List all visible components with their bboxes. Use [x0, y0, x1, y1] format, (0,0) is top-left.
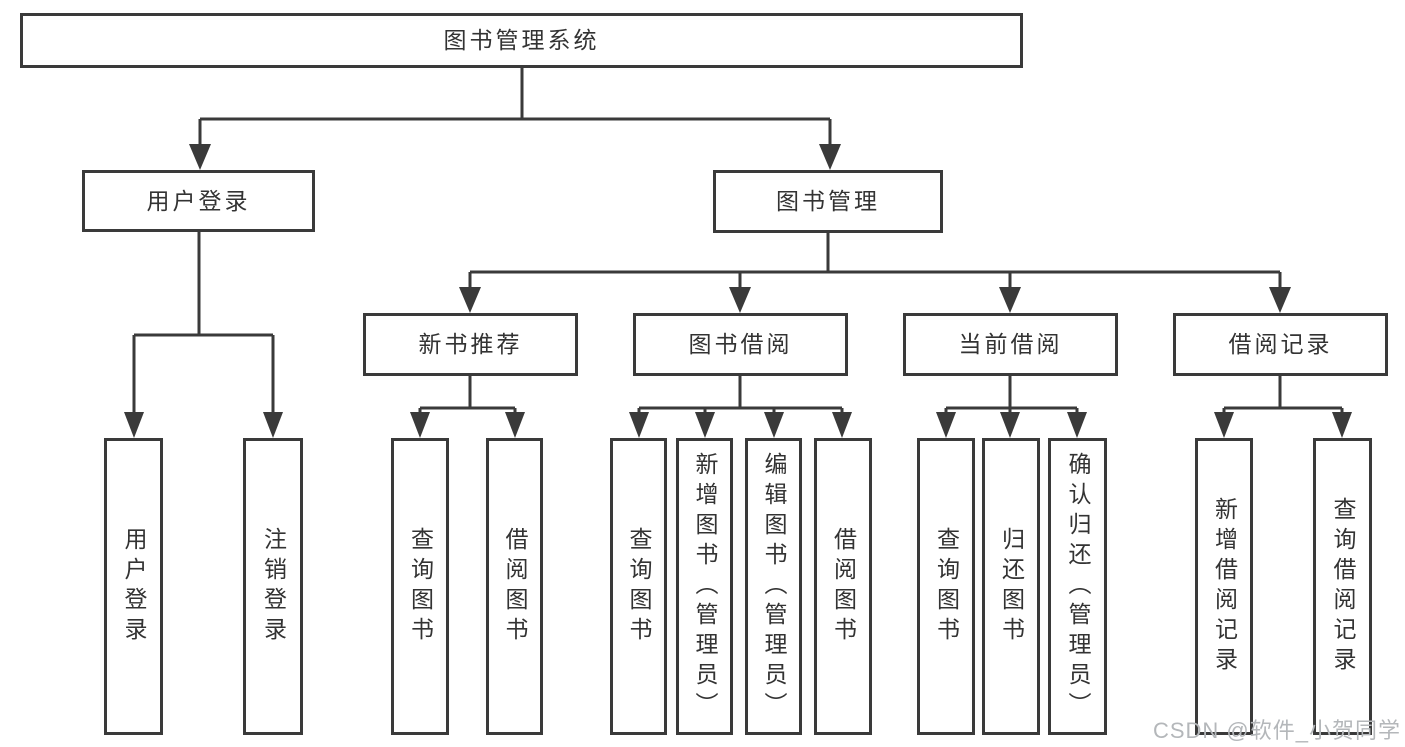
node-label: 借阅记录 [1228, 331, 1333, 357]
leaf-logout: 注销登录 [243, 438, 303, 735]
node-label: 查询图书 [407, 526, 434, 647]
node-label: 用户登录 [121, 526, 147, 647]
node-book-borrowing: 图书借阅 [633, 313, 848, 376]
node-label: 图书管理 [776, 188, 880, 214]
connector-user-login [132, 232, 275, 414]
leaf-confirm-return-admin: 确认归还（管理员） [1048, 438, 1107, 735]
leaf-add-books-admin: 新增图书（管理员） [676, 438, 733, 735]
node-borrowing-records: 借阅记录 [1173, 313, 1388, 376]
node-label: 查询借阅记录 [1330, 496, 1356, 677]
node-label: 查询图书 [933, 526, 960, 647]
node-book-management: 图书管理 [713, 170, 943, 233]
node-new-book-recommendation: 新书推荐 [363, 313, 578, 376]
node-label: 新增图书（管理员） [692, 451, 718, 722]
node-label: 当前借阅 [958, 331, 1063, 357]
leaf-query-books-recommendation: 查询图书 [391, 438, 449, 735]
node-label: 借阅图书 [830, 526, 857, 647]
leaf-add-borrowing-record: 新增借阅记录 [1195, 438, 1253, 735]
csdn-watermark: CSDN @软件_小贺同学 [1152, 718, 1401, 743]
connector-current-borrowing [944, 376, 1079, 414]
leaf-query-borrowing-record: 查询借阅记录 [1313, 438, 1372, 735]
connector-borrowing-records [1222, 376, 1344, 414]
node-label: 确认归还（管理员） [1065, 451, 1091, 722]
leaf-return-books: 归还图书 [982, 438, 1040, 735]
node-current-borrowing: 当前借阅 [903, 313, 1118, 376]
node-label: 归还图书 [998, 526, 1025, 647]
leaf-borrow-books-recommendation: 借阅图书 [486, 438, 543, 735]
node-label: 新书推荐 [418, 331, 523, 357]
node-label: 图书借阅 [688, 331, 793, 357]
arrowheads [124, 144, 1352, 438]
leaf-edit-books-admin: 编辑图书（管理员） [745, 438, 802, 735]
connector-root [198, 68, 832, 147]
node-label: 查询图书 [626, 526, 652, 647]
node-label: 借阅图书 [502, 526, 528, 647]
leaf-query-books-borrowing: 查询图书 [610, 438, 667, 735]
node-label: 新增借阅记录 [1211, 496, 1238, 677]
node-label: 图书管理系统 [443, 27, 600, 53]
leaf-query-books-current: 查询图书 [917, 438, 975, 735]
leaf-user-login: 用户登录 [104, 438, 163, 735]
node-user-login: 用户登录 [82, 170, 315, 232]
node-library-management-system: 图书管理系统 [20, 13, 1023, 68]
connector-book-management [468, 233, 1282, 290]
node-label: 注销登录 [260, 526, 287, 647]
node-label: 编辑图书（管理员） [761, 451, 787, 722]
node-label: 用户登录 [146, 187, 251, 214]
connector-book-borrowing [637, 376, 844, 414]
connector-new-book-recommendation [418, 376, 517, 414]
leaf-borrow-books: 借阅图书 [814, 438, 872, 735]
